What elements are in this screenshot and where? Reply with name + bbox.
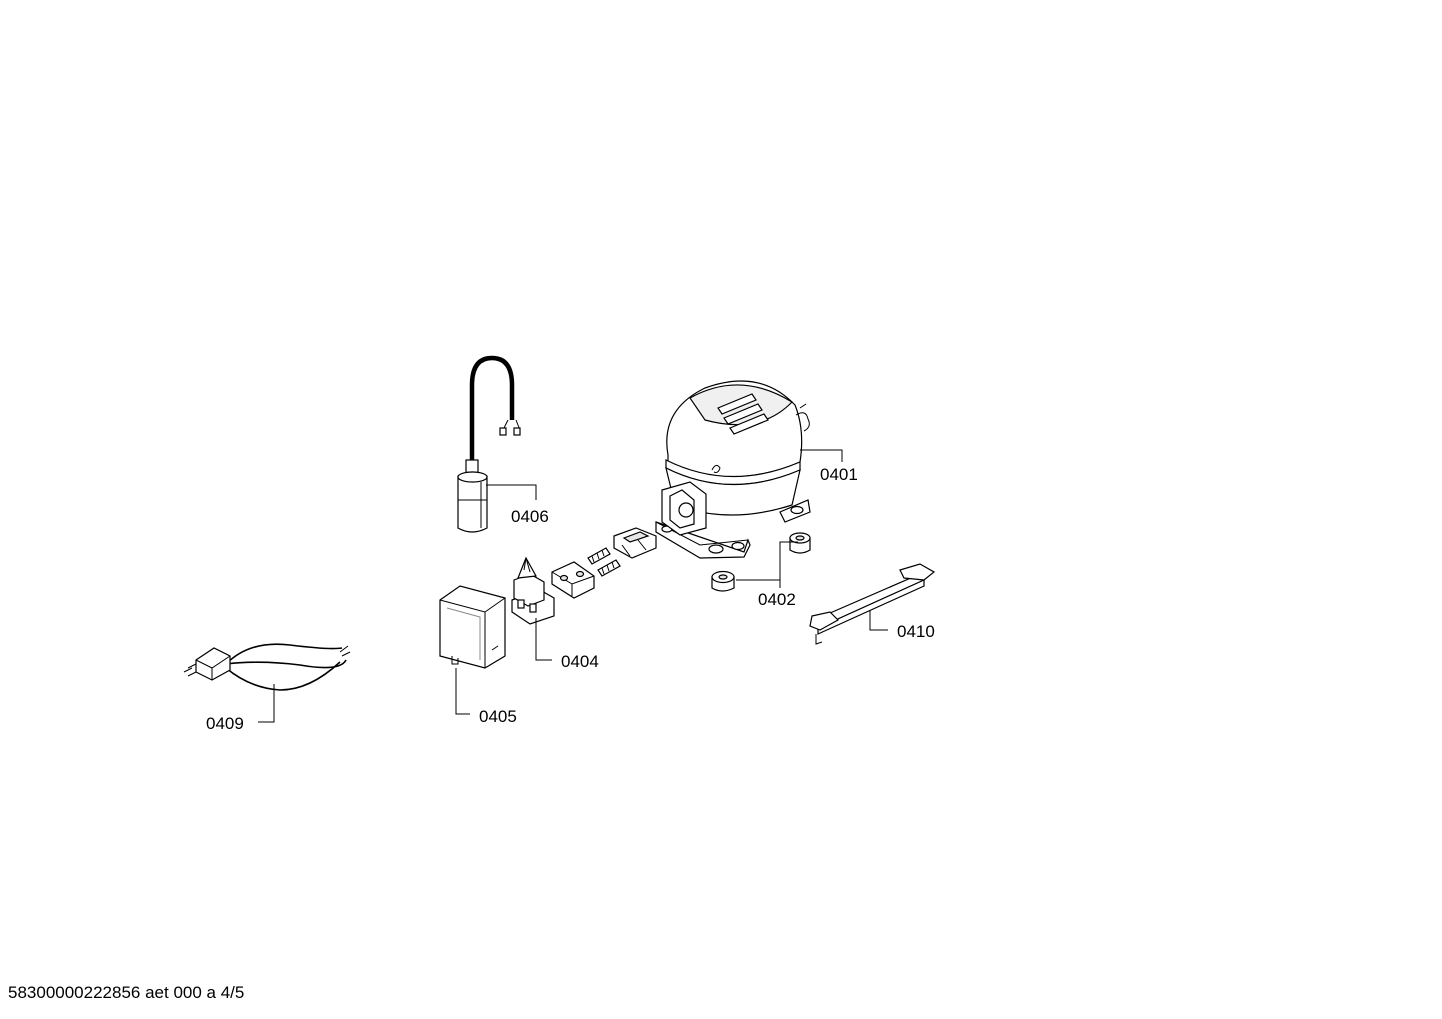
mounting-rail-icon[interactable] (809, 563, 936, 645)
compressor-icon[interactable] (655, 380, 811, 559)
relay-cover-icon[interactable] (439, 585, 506, 669)
rubber-grommet-icon[interactable] (711, 532, 811, 592)
part-label-0401[interactable]: 0401 (820, 465, 858, 484)
part-label-0406[interactable]: 0406 (511, 507, 549, 526)
spacer-block-icon (551, 561, 595, 599)
clamp-clip-icon (613, 527, 657, 559)
drawing-reference-text: 58300000222856 aet 000 a 4/5 (8, 983, 244, 1002)
part-label-0409[interactable]: 0409 (206, 714, 244, 733)
part-label-0402[interactable]: 0402 (758, 590, 796, 609)
power-cord-plug-icon[interactable] (183, 643, 351, 691)
part-label-0410[interactable]: 0410 (897, 622, 935, 641)
capacitor-icon[interactable] (457, 355, 521, 533)
part-label-0404[interactable]: 0404 (561, 652, 599, 671)
part-label-0405[interactable]: 0405 (479, 707, 517, 726)
screw-icon (587, 547, 621, 577)
start-relay-icon[interactable] (511, 556, 555, 625)
